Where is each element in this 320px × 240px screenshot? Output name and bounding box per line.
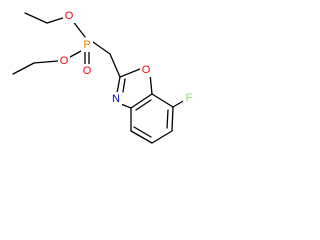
atom-n-ring-label: N — [112, 93, 120, 105]
bond-c3a-c7a-inner — [135, 99, 152, 111]
atom-o-left: O — [58, 54, 70, 68]
atom-o-ring: O — [140, 63, 152, 77]
atom-p-label: P — [83, 39, 90, 51]
bond-o2-p — [69, 49, 84, 58]
atom-o-double: O — [81, 64, 93, 78]
bond-c7-c6-inner — [166, 109, 169, 129]
bond-c7-c6 — [171, 106, 174, 132]
bond-c5-c4 — [130, 130, 153, 144]
atom-o-top-label: O — [65, 10, 74, 22]
bond-n-c3a — [120, 103, 132, 109]
bond-c6-c5 — [151, 130, 173, 144]
bond-c3a-c7a — [130, 93, 153, 109]
atom-o-double-label: O — [83, 65, 92, 77]
atom-p: P — [81, 38, 93, 52]
atom-o-top: O — [63, 9, 75, 23]
bond-c2-n-double — [122, 78, 126, 93]
bond-c2-o-ring — [119, 68, 141, 78]
bond-c2-n — [116, 76, 121, 94]
bond-ch3a-ch2a — [24, 12, 48, 24]
atom-n-ring: N — [110, 92, 122, 106]
bond-ch3b-ch2b — [12, 62, 35, 75]
bond-p-ch2 — [92, 41, 111, 55]
atom-f-label: F — [186, 92, 193, 104]
structure-svg: P O O O O N F — [12, 9, 195, 144]
bond-ch2a-o1 — [46, 16, 67, 24]
bond-o-ring-c7a — [149, 73, 153, 95]
atom-o-ring-label: O — [142, 64, 151, 76]
bond-c5-c4-inner — [133, 126, 152, 138]
bond-ch2-c2 — [109, 53, 121, 78]
bond-ch2b-o2 — [33, 60, 59, 64]
bond-c7a-c7 — [151, 93, 174, 108]
molecule-diagram: P O O O O N F — [0, 0, 221, 172]
atom-f: F — [183, 91, 195, 105]
atom-o-left-label: O — [60, 55, 69, 67]
